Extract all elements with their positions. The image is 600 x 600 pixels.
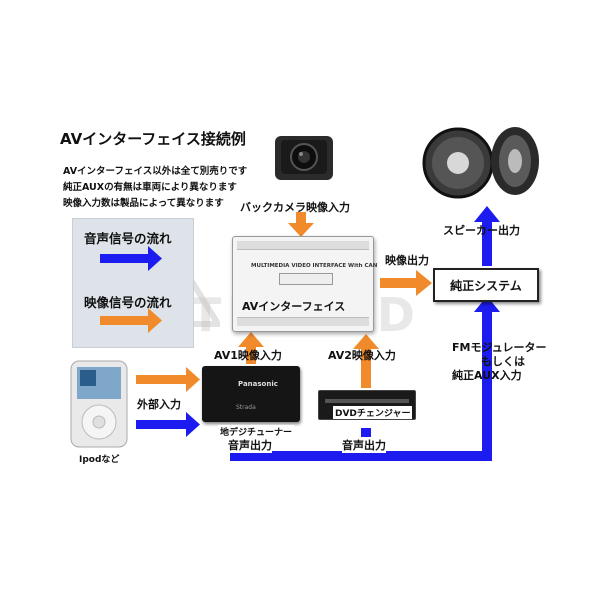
tuner-label: 地デジチューナー [218, 425, 295, 438]
back-camera-image [275, 136, 333, 180]
legend-audio-label: 音声信号の流れ [84, 231, 172, 246]
page-title: AVインターフェイス接続例 [60, 130, 246, 148]
pure-system-box: 純正システム [433, 268, 539, 302]
tuner-audio-out-label: 音声出力 [228, 437, 272, 453]
av-header-text: MULTIMEDIA VIDEO INTERFACE With CAN [251, 263, 378, 269]
ipod-label: Ipodなど [79, 455, 120, 465]
note-1: AVインターフェイス以外は全て別売りです [63, 166, 248, 177]
av2-in-label: AV2映像入力 [328, 349, 396, 362]
ipod-video-arrow [136, 367, 200, 392]
legend-video-label: 映像信号の流れ [84, 295, 172, 310]
av-connectors-top [237, 241, 369, 250]
legend-panel [72, 218, 194, 348]
ipod-audio-arrow [136, 412, 200, 437]
ext-in-label: 外部入力 [137, 398, 181, 411]
av1-video-arrow [238, 332, 264, 364]
aux-in-label: 純正AUX入力 [452, 369, 522, 382]
speaker-out-label: スピーカー出力 [443, 224, 520, 237]
tuner-brand: Panasonic [238, 380, 278, 388]
camera-video-arrow [288, 212, 314, 237]
legend-audio-arrow [100, 246, 162, 271]
av-spec-label [279, 273, 333, 285]
tuner-device: Panasonic Strada [202, 366, 300, 422]
back-camera-label: バックカメラ映像入力 [240, 201, 350, 214]
dvd-label: DVDチェンジャー [333, 406, 413, 419]
av-interface-device: MULTIMEDIA VIDEO INTERFACE With CAN [232, 236, 378, 332]
note-3: 映像入力数は製品によって異なります [63, 198, 224, 209]
av1-in-label: AV1映像入力 [214, 349, 282, 362]
dvd-audio-out-label: 音声出力 [342, 437, 386, 453]
tuner-model: Strada [236, 404, 256, 411]
av2-video-arrow [353, 334, 379, 388]
ipod-image [70, 360, 128, 448]
dvd-slot [325, 399, 409, 403]
note-2: 純正AUXの有無は車両により異なります [63, 182, 237, 193]
legend-video-arrow [100, 308, 162, 333]
av-interface-label: AVインターフェイス [242, 300, 346, 313]
speaker-image [422, 127, 539, 199]
fm-modulator-label: FMモジュレーター [452, 341, 547, 354]
video-out-label: 映像出力 [385, 254, 429, 267]
speaker-audio-arrow [474, 206, 500, 266]
or-label: もしくは [481, 355, 525, 368]
video-out-arrow [380, 270, 432, 296]
av-connectors-bottom [237, 317, 369, 326]
